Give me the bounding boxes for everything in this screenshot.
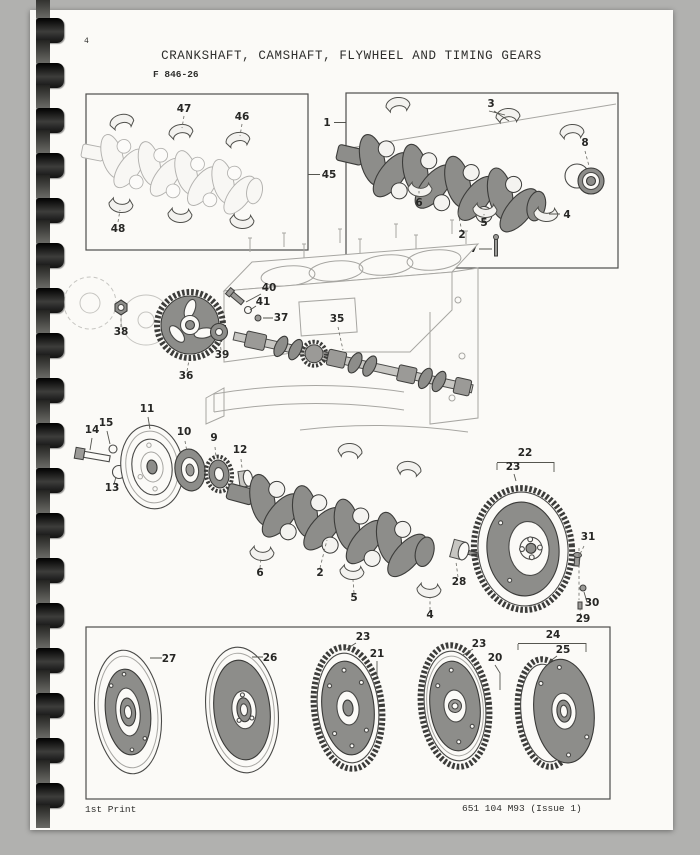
callout-20: 20	[488, 652, 503, 664]
flywheel-20	[417, 642, 493, 770]
callout-5: 5	[480, 217, 487, 229]
callout-45: 45	[322, 169, 337, 181]
engine-block	[205, 219, 480, 433]
page-number: 4	[84, 37, 89, 46]
callout-12: 12	[233, 444, 248, 456]
crankshaft-assembly-box: 3 8 6 5 2 4 7	[326, 92, 619, 269]
callout-3: 3	[487, 98, 494, 110]
callout-26: 26	[263, 652, 278, 664]
head-studs	[248, 219, 468, 258]
camshaft-nut	[114, 299, 128, 316]
callout-23: 23	[506, 461, 521, 473]
callout-2-lower: 2	[316, 567, 323, 579]
callout-36: 36	[179, 370, 194, 382]
callout-47: 47	[177, 103, 192, 115]
callout-25: 25	[556, 644, 571, 656]
callout-11: 11	[140, 403, 155, 415]
callout-28: 28	[452, 576, 467, 588]
pulley-hub	[174, 448, 206, 492]
bolt-7	[493, 234, 499, 257]
callout-2: 2	[458, 229, 465, 241]
timing-gear	[154, 289, 226, 361]
callout-5-lower: 5	[350, 592, 357, 604]
oiler-screw	[254, 314, 262, 322]
lower-crankshaft-group: 6 2 5 4 28	[215, 441, 495, 621]
flywheel-variants-box: 27 26 23 21 23 20 24 25	[85, 626, 611, 800]
flywheel-27	[93, 649, 163, 775]
callout-6-lower: 6	[256, 567, 263, 579]
footer-part-number: 651 104 M93 (Issue 1)	[462, 803, 582, 814]
callout-15: 15	[99, 417, 114, 429]
callout-27: 27	[162, 653, 177, 665]
bolt-washer	[108, 444, 118, 454]
timing-gear-group: 38 36 39 40 41 37 35	[63, 276, 474, 397]
figure-code: F 846-26	[153, 69, 199, 80]
callout-9: 9	[210, 432, 217, 444]
callout-39: 39	[215, 349, 230, 361]
callout-35: 35	[330, 313, 345, 325]
gear-bolt	[224, 286, 245, 306]
callout-31: 31	[581, 531, 596, 543]
callout-1: 1	[323, 117, 330, 129]
flywheel-group: 22 23 31 30 29	[470, 447, 600, 625]
callout-41: 41	[256, 296, 271, 308]
page-title: CRANKSHAFT, CAMSHAFT, FLYWHEEL AND TIMIN…	[161, 49, 542, 63]
callout-46: 46	[235, 111, 250, 123]
callout-37: 37	[274, 312, 289, 324]
callout-4-lower: 4	[426, 609, 433, 621]
camshaft-plate	[209, 322, 229, 342]
pulley-bolt	[73, 446, 111, 463]
footer-print-note: 1st Print	[85, 804, 137, 815]
callout-30: 30	[585, 597, 600, 609]
callout-40: 40	[262, 282, 277, 294]
callout-22: 22	[518, 447, 533, 459]
callout-21: 21	[370, 648, 385, 660]
callout-24: 24	[546, 629, 561, 641]
rear-seal-retainer	[564, 163, 605, 195]
camshaft	[232, 330, 474, 397]
callout-13: 13	[105, 482, 120, 494]
flywheel-21	[310, 644, 386, 772]
flywheel-26	[205, 646, 279, 774]
callout-14: 14	[85, 424, 100, 436]
standard-crankshaft-box: 47 46 48	[74, 93, 309, 251]
flywheel-bolt	[573, 552, 583, 567]
callout-48: 48	[111, 223, 126, 235]
callout-38: 38	[114, 326, 129, 338]
pulley-group: 11 15 14 13 10 9 12	[73, 403, 254, 510]
flywheel-25	[514, 656, 595, 770]
callout-6: 6	[415, 197, 422, 209]
reference-callouts: 1 45	[308, 117, 346, 181]
callout-4: 4	[563, 209, 570, 221]
callout-29: 29	[576, 613, 591, 625]
callout-10: 10	[177, 426, 192, 438]
callout-23a: 23	[356, 631, 371, 643]
flywheel-ring-gear	[470, 485, 576, 613]
callout-8: 8	[581, 137, 588, 149]
dowel-screw	[579, 584, 587, 592]
callout-23b: 23	[472, 638, 487, 650]
crank-pulley	[120, 424, 184, 510]
dowel-pin	[577, 601, 583, 610]
gear-washer	[243, 305, 253, 315]
